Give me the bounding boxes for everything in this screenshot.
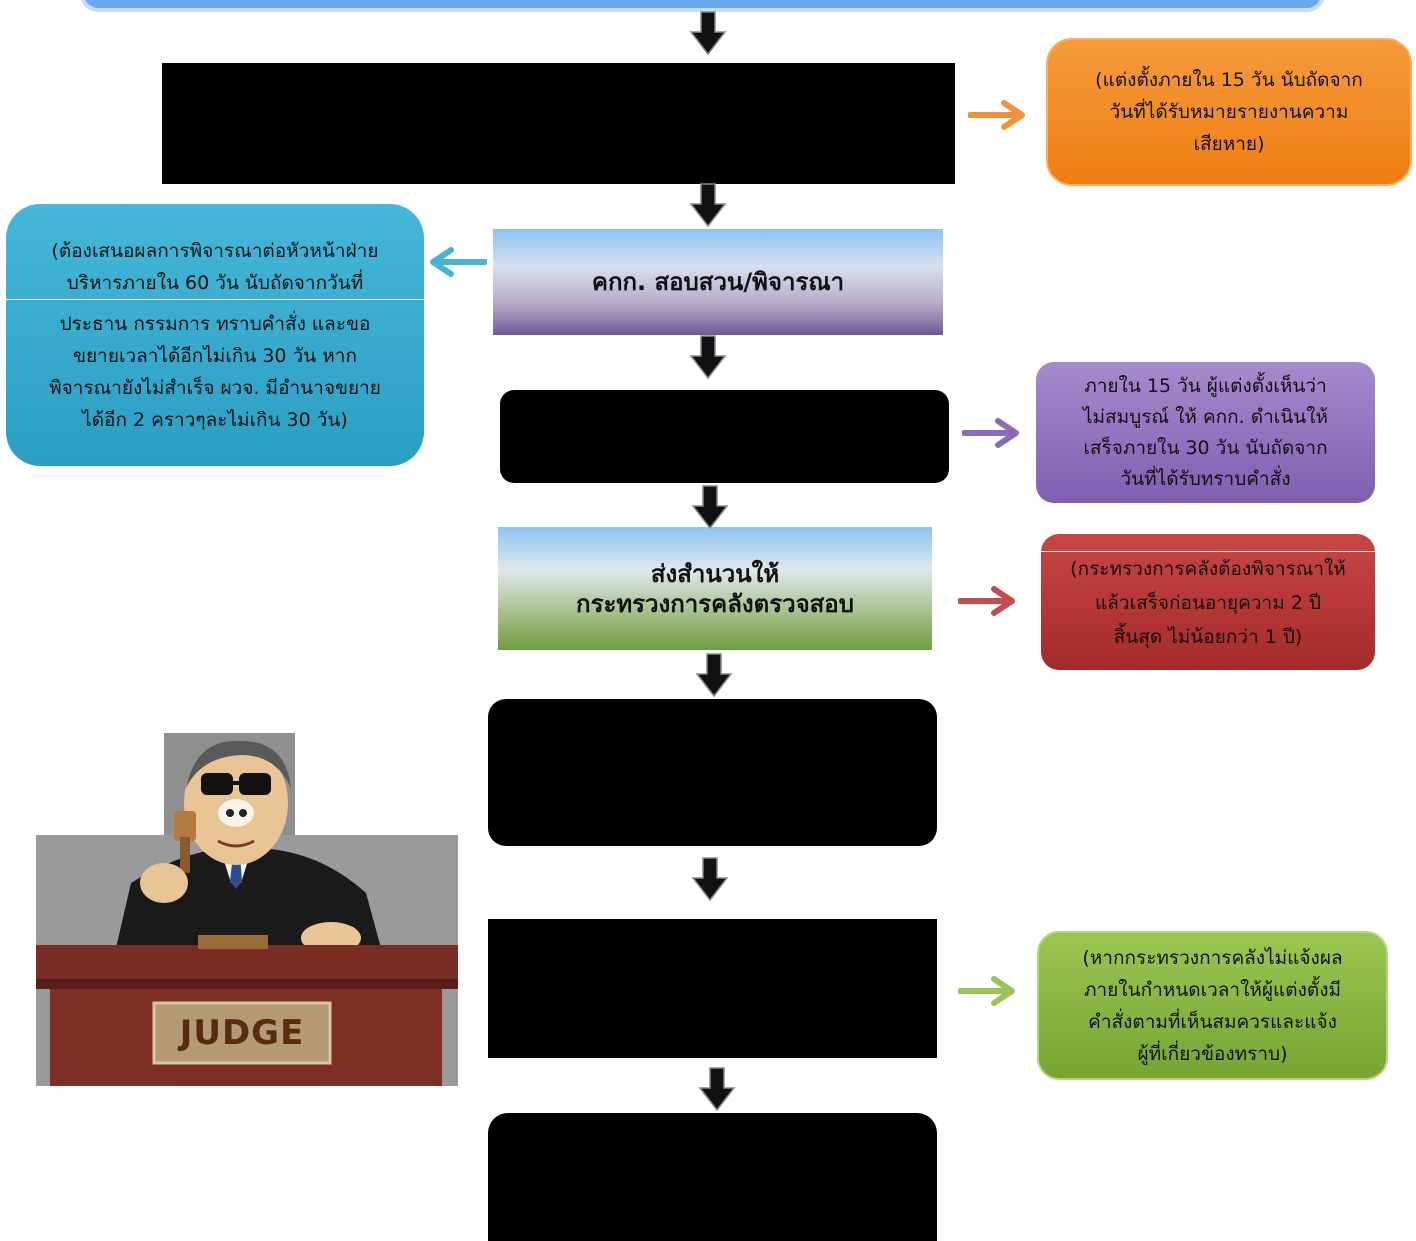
right-arrow-icon <box>968 100 1025 130</box>
note-finance-deadline: (กระทรวงการคลังต้องพิจารณาให้ แล้วเสร็จก… <box>1041 534 1375 670</box>
note-appointment-deadline: (แต่งตั้งภายใน 15 วัน นับถัดจาก วันที่ได… <box>1046 38 1412 186</box>
judge-sign-label: JUDGE <box>179 1013 305 1053</box>
step-investigate: คกก. สอบสวน/พิจารณา <box>493 229 943 335</box>
note-line: (แต่งตั้งภายใน 15 วัน นับถัดจาก <box>1095 69 1363 91</box>
note-line: ขยายเวลาได้อีกไม่เกิน 30 วัน หาก <box>73 344 357 367</box>
right-arrow-icon <box>958 976 1015 1006</box>
note-line: ภายใน 15 วัน ผู้แต่งตั้งเห็นว่า <box>1084 374 1327 397</box>
note-line: (กระทรวงการคลังต้องพิจารณาให้ <box>1041 550 1375 586</box>
note-line: บริหารภายใน 60 วัน นับถัดจากวันที่ <box>6 267 424 300</box>
step-order-action <box>488 919 937 1058</box>
step-review-report <box>500 390 949 483</box>
judge-cartoon-icon <box>36 733 458 1086</box>
down-arrow-icon <box>698 1067 736 1112</box>
down-arrow-icon <box>689 335 727 380</box>
step-label-line2: กระทรวงการคลังตรวจสอบ <box>576 589 854 618</box>
note-no-response: (หากกระทรวงการคลังไม่แจ้งผล ภายในกำหนดเว… <box>1037 931 1388 1080</box>
step-appoint-committee <box>162 63 955 184</box>
step-label: คกก. สอบสวน/พิจารณา <box>591 268 845 296</box>
note-line: วันที่ได้รับทราบคำสั่ง <box>1120 467 1291 490</box>
note-line: พิจารณายังไม่สำเร็จ ผวจ. มีอำนาจขยาย <box>49 376 381 399</box>
note-line: เสร็จภายใน 30 วัน นับถัดจาก <box>1083 436 1328 459</box>
note-line: สิ้นสุด ไม่น้อยกว่า 1 ปี) <box>1113 625 1303 648</box>
down-arrow-icon <box>689 183 727 228</box>
step-final <box>488 1113 937 1241</box>
note-line: ภายในกำหนดเวลาให้ผู้แต่งตั้งมี <box>1083 978 1342 1001</box>
down-arrow-icon <box>691 857 729 902</box>
note-line: (ต้องเสนอผลการพิจารณาต่อหัวหน้าฝ่าย <box>51 239 379 262</box>
note-line: แล้วเสร็จก่อนอายุความ 2 ปี <box>1095 591 1321 614</box>
right-arrow-icon <box>962 418 1019 448</box>
note-line: (หากกระทรวงการคลังไม่แจ้งผล <box>1082 946 1343 969</box>
step-label-line1: ส่งสำนวนให้ <box>650 559 780 588</box>
left-arrow-icon <box>430 247 487 277</box>
note-line: ได้อีก 2 คราวๆละไม่เกิน 30 วัน) <box>82 408 348 431</box>
note-line: คำสั่งตามที่เห็นสมควรและแจ้ง <box>1088 1010 1337 1033</box>
note-line: เสียหาย) <box>1193 133 1265 155</box>
note-line: ไม่สมบูรณ์ ให้ คกก. ดำเนินให้ <box>1082 405 1329 428</box>
note-investigation-deadline: (ต้องเสนอผลการพิจารณาต่อหัวหน้าฝ่าย บริห… <box>6 204 424 466</box>
step-send-to-finance: ส่งสำนวนให้ กระทรวงการคลังตรวจสอบ <box>498 527 932 650</box>
down-arrow-icon <box>695 653 733 698</box>
note-line: ประธาน กรรมการ ทราบคำสั่ง และขอ <box>59 312 371 335</box>
right-arrow-icon <box>958 586 1015 616</box>
note-incomplete-review: ภายใน 15 วัน ผู้แต่งตั้งเห็นว่า ไม่สมบูร… <box>1036 362 1375 503</box>
step-finance-result <box>488 699 937 846</box>
note-line: ผู้ที่เกี่ยวข้องทราบ) <box>1137 1042 1288 1065</box>
note-line: วันที่ได้รับหมายรายงานความ <box>1109 101 1349 123</box>
judge-illustration: JUDGE <box>36 733 458 1086</box>
down-arrow-icon <box>691 485 729 530</box>
down-arrow-icon <box>689 11 727 56</box>
